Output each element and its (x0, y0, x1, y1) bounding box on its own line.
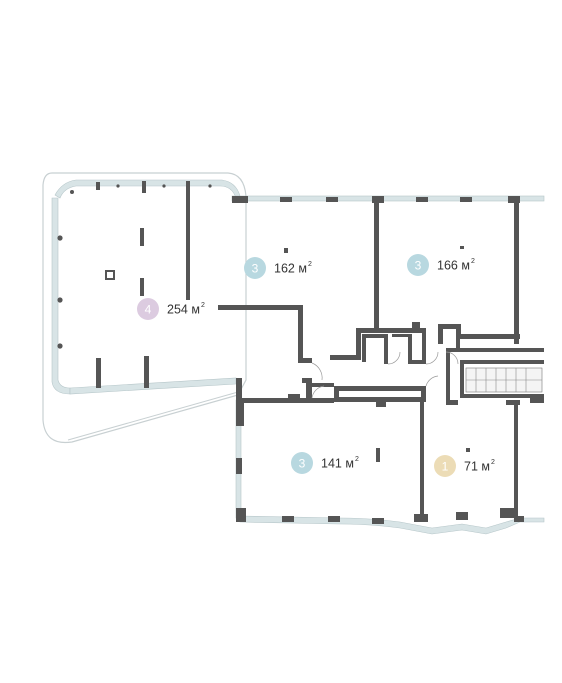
unit-label-166[interactable]: 3 166 м 2 (407, 254, 475, 276)
unit-area: 166 м (437, 259, 470, 273)
rooms-count: 3 (299, 457, 306, 471)
doors (311, 351, 459, 399)
rooms-badge (291, 452, 313, 474)
unit-area: 254 м (167, 303, 200, 317)
terrace-inner-line (67, 391, 239, 441)
unit-label-71[interactable]: 1 71 м 2 (434, 455, 495, 477)
unit-area-sup: 2 (201, 302, 205, 309)
unit-area-sup: 2 (491, 459, 495, 466)
unit-area: 162 м (274, 262, 307, 276)
rooms-badge (434, 455, 456, 477)
glazing (51, 179, 545, 535)
unit-label-254[interactable]: 4 254 м 2 (137, 298, 205, 320)
rooms-badge (407, 254, 429, 276)
rooms-count: 1 (442, 460, 449, 474)
rooms-badge (137, 298, 159, 320)
unit-area: 71 м (464, 460, 490, 474)
unit-area-sup: 2 (355, 456, 359, 463)
rooms-badge (244, 257, 266, 279)
walls (57, 181, 544, 524)
rooms-count: 3 (415, 259, 422, 273)
rooms-count: 3 (252, 262, 259, 276)
terrace-outline (42, 172, 247, 444)
unit-area: 141 м (321, 457, 354, 471)
unit-area-sup: 2 (471, 258, 475, 265)
unit-label-162[interactable]: 3 162 м 2 (244, 257, 312, 279)
unit-label-141[interactable]: 3 141 м 2 (291, 452, 359, 474)
rooms-count: 4 (145, 303, 152, 317)
unit-area-sup: 2 (308, 261, 312, 268)
